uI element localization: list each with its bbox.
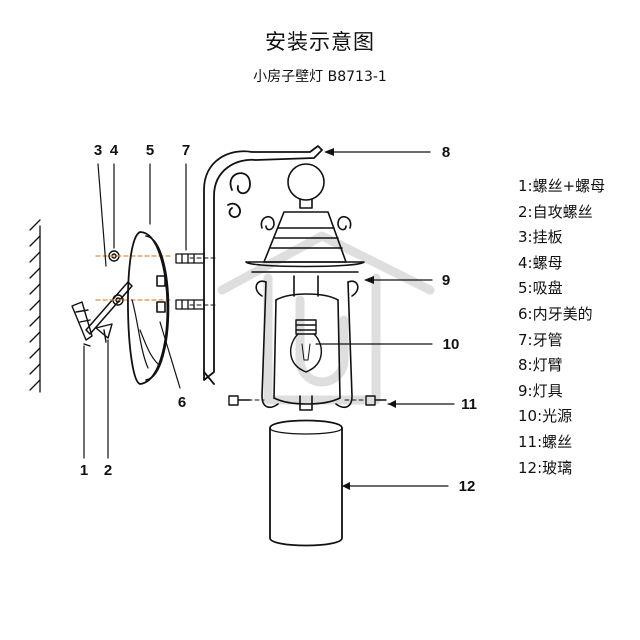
callout-9: 9 — [441, 272, 451, 289]
callout-1: 1 — [79, 462, 89, 479]
legend-item: 10:光源 — [518, 407, 573, 426]
side-screw — [228, 395, 387, 406]
callout-4: 4 — [109, 142, 119, 159]
wall-hatching — [29, 219, 41, 393]
light-bulb — [290, 319, 322, 373]
callout-11: 11 — [461, 396, 477, 413]
alignment-dashes — [95, 255, 171, 301]
glass-shade — [269, 419, 343, 547]
parts-legend: 1:螺丝+螺母 2:自攻螺丝 3:挂板 4:螺母 5:吸盘 6:内牙美的 7:牙… — [518, 174, 605, 481]
nut-4 — [108, 250, 124, 306]
lantern-body — [245, 163, 365, 411]
lamp-arm — [203, 145, 323, 385]
legend-item: 9:灯具 — [518, 381, 563, 400]
callout-6: 6 — [177, 394, 187, 411]
legend-item: 11:螺丝 — [518, 432, 573, 451]
legend-item: 12:玻璃 — [518, 458, 573, 477]
legend-item: 5:吸盘 — [518, 279, 563, 298]
backplate — [127, 231, 170, 385]
legend-item: 1:螺丝+螺母 — [518, 177, 606, 195]
diagram-title: 安装示意图 — [265, 30, 375, 54]
diagram-subtitle: 小房子壁灯 B8713-1 — [253, 69, 387, 85]
leader-arrowheads — [324, 148, 396, 490]
callout-8: 8 — [441, 144, 451, 161]
leader-lines — [83, 151, 455, 487]
legend-item: 7:牙管 — [518, 330, 563, 349]
callout-5: 5 — [145, 142, 155, 159]
threaded-pipe — [175, 253, 205, 310]
callout-12: 12 — [458, 478, 476, 495]
mounting-plate — [85, 281, 133, 335]
screw-2 — [95, 323, 113, 343]
legend-item: 3:挂板 — [518, 228, 563, 247]
callout-2: 2 — [103, 462, 113, 479]
legend-item: 4:螺母 — [518, 253, 563, 272]
callout-3: 3 — [93, 142, 103, 159]
watermark-house-icon — [217, 231, 435, 405]
screw-anchor-1 — [71, 301, 93, 347]
callout-10: 10 — [442, 336, 460, 353]
legend-item: 2:自攻螺丝 — [518, 202, 593, 221]
callout-7: 7 — [181, 142, 191, 159]
legend-item: 6:内牙美的 — [518, 304, 593, 323]
legend-item: 8:灯臂 — [518, 356, 563, 375]
